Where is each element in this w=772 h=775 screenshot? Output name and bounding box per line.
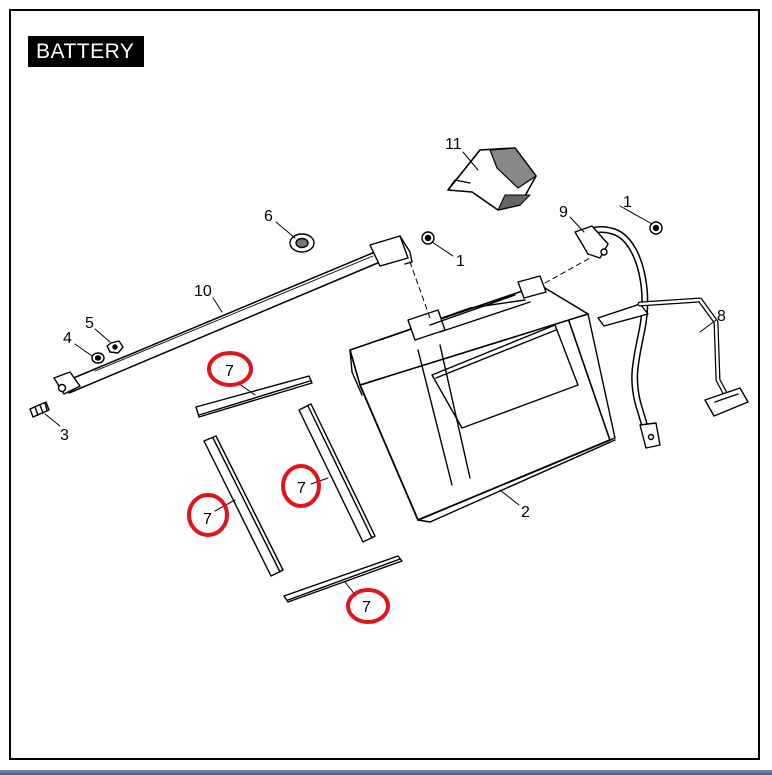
callout-3: 3 bbox=[60, 427, 69, 444]
callout-7-left: 7 bbox=[203, 511, 212, 528]
screw-right bbox=[649, 221, 663, 235]
callout-7-top: 7 bbox=[225, 363, 234, 380]
screw-left bbox=[421, 231, 435, 245]
ground-strap bbox=[53, 235, 431, 395]
pad-left-vertical bbox=[203, 435, 284, 577]
highlight-circle-middle bbox=[281, 464, 321, 508]
callout-7-bottom: 7 bbox=[362, 599, 371, 616]
pad-right-vertical bbox=[298, 403, 376, 543]
callouts: 11 6 1 1 9 8 10 5 4 3 2 7 7 7 7 bbox=[60, 136, 726, 616]
callout-7-middle: 7 bbox=[297, 480, 306, 497]
nut bbox=[106, 340, 124, 354]
terminal-cover bbox=[447, 147, 537, 211]
pad-bottom bbox=[283, 555, 403, 603]
callout-2: 2 bbox=[521, 504, 530, 521]
positive-cable bbox=[544, 225, 661, 449]
grommet bbox=[289, 233, 315, 253]
stud bbox=[29, 401, 50, 418]
callout-1-left: 1 bbox=[456, 253, 465, 270]
callout-9: 9 bbox=[559, 204, 568, 221]
callout-6: 6 bbox=[264, 208, 273, 225]
callout-5: 5 bbox=[85, 315, 94, 332]
battery bbox=[349, 275, 616, 523]
bottom-bar bbox=[0, 770, 772, 775]
highlight-circle-top bbox=[207, 351, 253, 387]
callout-4: 4 bbox=[63, 330, 72, 347]
callout-11: 11 bbox=[445, 136, 462, 153]
pad-top bbox=[195, 375, 313, 418]
highlight-circles bbox=[187, 351, 390, 624]
callout-10: 10 bbox=[194, 283, 212, 300]
wire-harness bbox=[597, 297, 749, 417]
diagram-title: BATTERY bbox=[28, 36, 145, 67]
highlight-circle-bottom bbox=[346, 588, 390, 624]
callout-8: 8 bbox=[717, 308, 726, 325]
washer bbox=[91, 352, 105, 364]
highlight-circle-left bbox=[187, 493, 229, 537]
leader-lines bbox=[44, 151, 717, 597]
callout-1-right: 1 bbox=[623, 194, 632, 211]
